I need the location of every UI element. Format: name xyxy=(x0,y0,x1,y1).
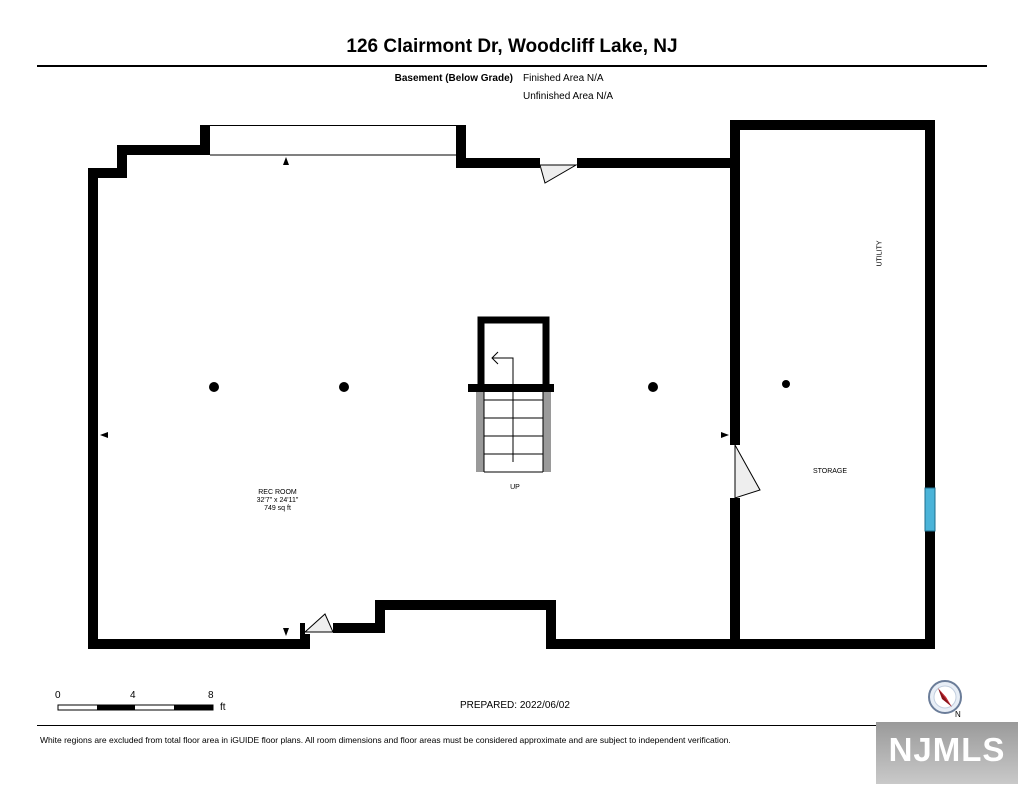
door-opening-top xyxy=(540,158,577,168)
page-title: 126 Clairmont Dr, Woodcliff Lake, NJ xyxy=(346,36,678,57)
title-divider xyxy=(37,65,987,67)
dimension-marker-icon xyxy=(283,628,289,636)
dimension-marker-icon xyxy=(100,432,108,438)
unfinished-area-text: Unfinished Area N/A xyxy=(523,91,614,102)
door-swing-top xyxy=(539,164,578,184)
storage-room-name: STORAGE xyxy=(812,468,848,475)
storage-walls xyxy=(730,120,935,649)
column-post xyxy=(209,382,219,392)
scale-tick-4: 4 xyxy=(130,690,136,701)
column-post xyxy=(648,382,658,392)
njmls-logo-text: NJMLS xyxy=(888,731,1006,768)
njmls-logo xyxy=(876,722,1018,784)
footer-divider xyxy=(37,725,987,726)
column-post xyxy=(339,382,349,392)
dimension-marker-icon xyxy=(721,432,729,438)
stair-arrow-icon xyxy=(491,351,514,462)
utility-room-name: UTILITY xyxy=(876,240,884,267)
scale-unit: ft xyxy=(220,702,226,713)
rec-room-name: REC ROOM xyxy=(258,489,297,496)
scale-bar xyxy=(57,704,214,711)
finished-area-text: Finished Area N/A xyxy=(523,73,604,84)
door-swing-storage xyxy=(734,443,761,499)
stairs-up-label: UP xyxy=(510,484,520,491)
window-storage xyxy=(924,487,936,532)
window-top xyxy=(210,126,456,156)
disclaimer-text: White regions are excluded from total fl… xyxy=(40,735,731,745)
stairwell xyxy=(468,316,554,473)
prepared-date: PREPARED: 2022/06/02 xyxy=(460,700,570,711)
compass-icon xyxy=(928,680,962,714)
rec-room-area: 749 sq ft xyxy=(264,505,291,512)
dimension-marker-icon xyxy=(283,157,289,165)
door-swing-bottom xyxy=(303,613,334,633)
rec-room-dimensions: 32'7" x 24'11" xyxy=(256,497,299,504)
floor-label: Basement (Below Grade) xyxy=(394,73,513,84)
bottom-wall-left xyxy=(300,600,736,649)
scale-tick-8: 8 xyxy=(208,690,214,701)
column-post xyxy=(782,380,790,388)
scale-tick-0: 0 xyxy=(55,690,61,701)
rec-room-walls xyxy=(88,125,736,649)
compass-north-label: N xyxy=(955,710,961,719)
